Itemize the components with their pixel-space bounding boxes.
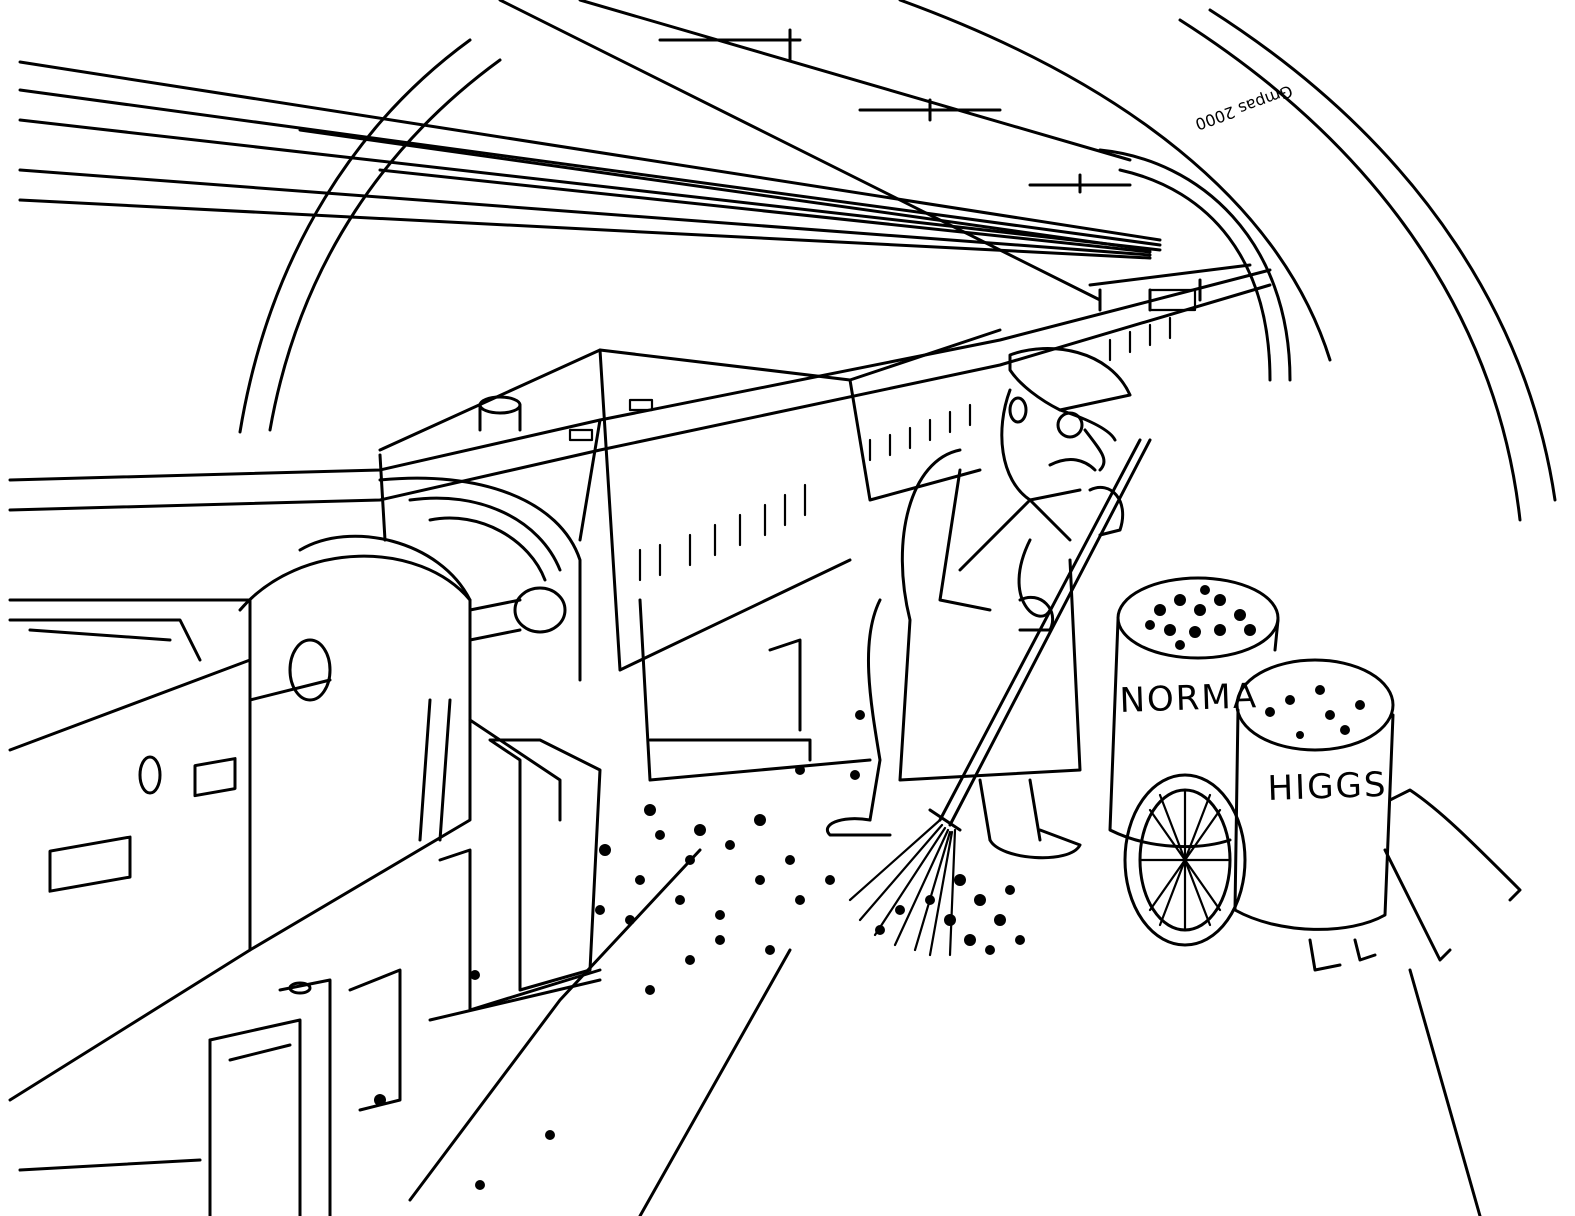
artist-signature: Gmpas 2000 <box>1193 81 1295 134</box>
floor-lines <box>18 848 1482 1216</box>
bin-labels: NORMA HIGGS <box>1119 676 1388 809</box>
scattered-particles <box>374 710 1025 1190</box>
tunnel-arch <box>238 0 1557 522</box>
foreground-magnet <box>8 476 872 1216</box>
higgs-label: HIGGS <box>1267 765 1388 809</box>
overhead-cables <box>18 28 1162 260</box>
collection-bins <box>1108 576 1522 972</box>
sweeper-figure <box>826 347 1152 957</box>
norma-label: NORMA <box>1119 676 1259 721</box>
accelerator-beamline <box>8 263 1272 672</box>
